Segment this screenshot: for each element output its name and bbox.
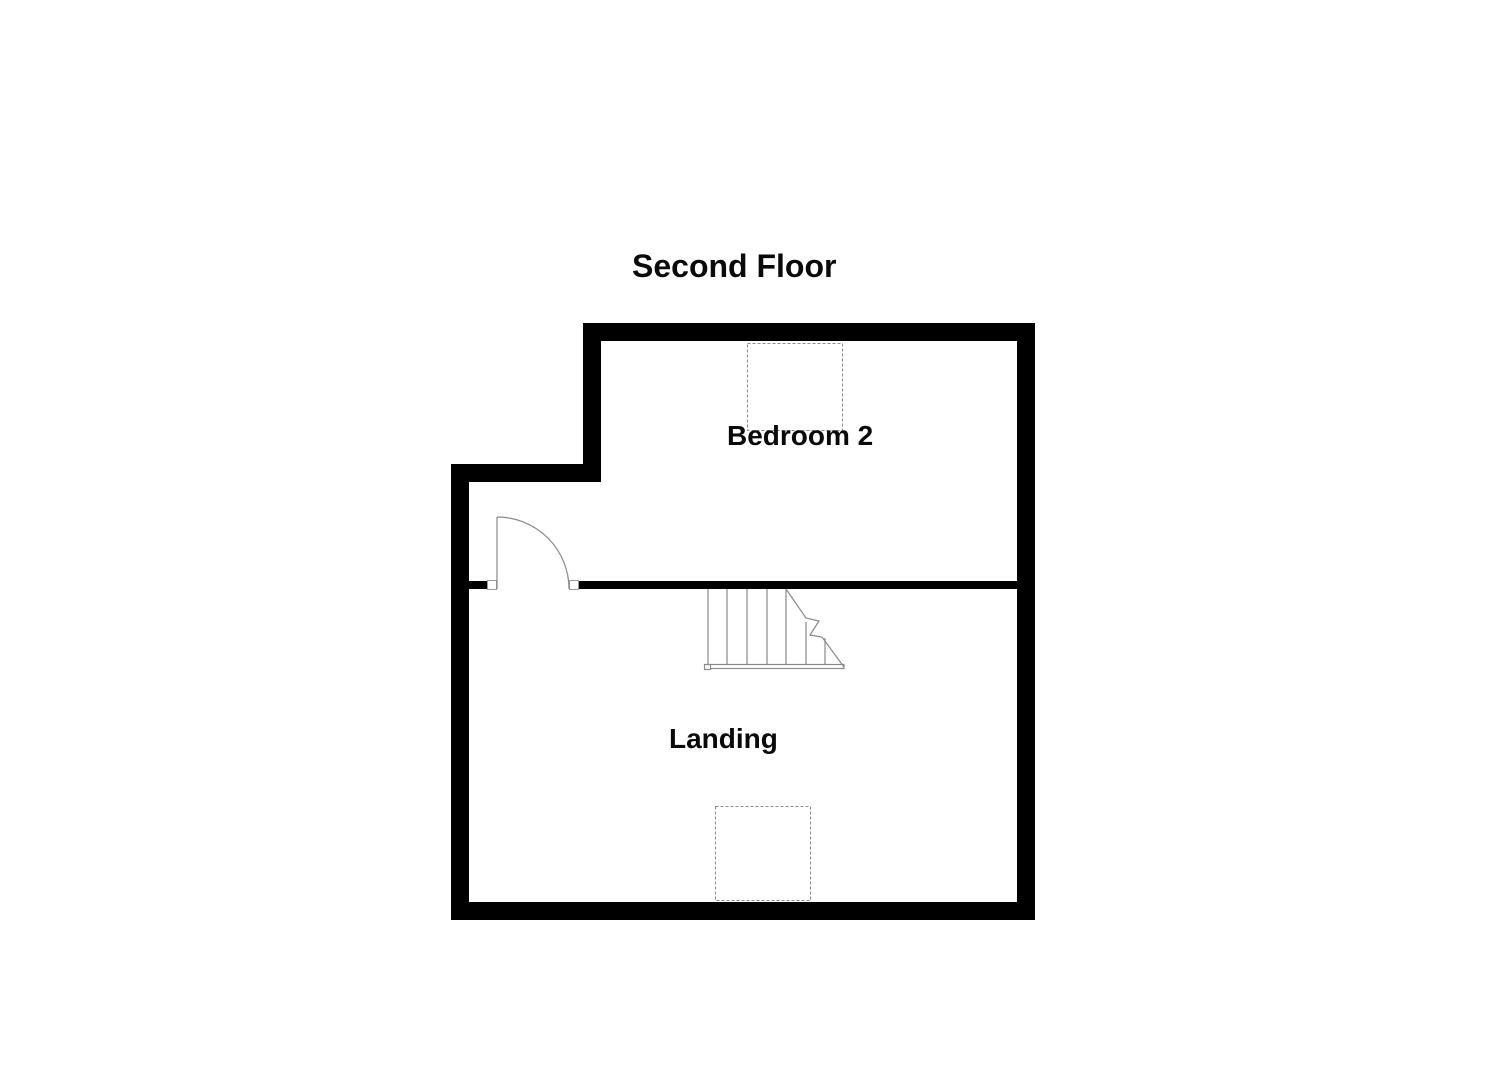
skylight-bedroom-2-icon	[747, 343, 843, 431]
exterior-walls	[451, 323, 1035, 920]
door-jamb-left	[487, 580, 497, 590]
divider-wall-main	[579, 581, 1017, 589]
floor-title: Second Floor	[632, 248, 837, 284]
room-label-landing: Landing	[669, 723, 778, 754]
skylight-landing-icon	[715, 806, 811, 901]
door-swing-icon	[496, 516, 570, 590]
room-label-bedroom-2: Bedroom 2	[727, 420, 874, 451]
door-jamb-right	[569, 580, 579, 590]
divider-wall-left-stub	[469, 581, 487, 589]
staircase-icon	[703, 588, 845, 671]
